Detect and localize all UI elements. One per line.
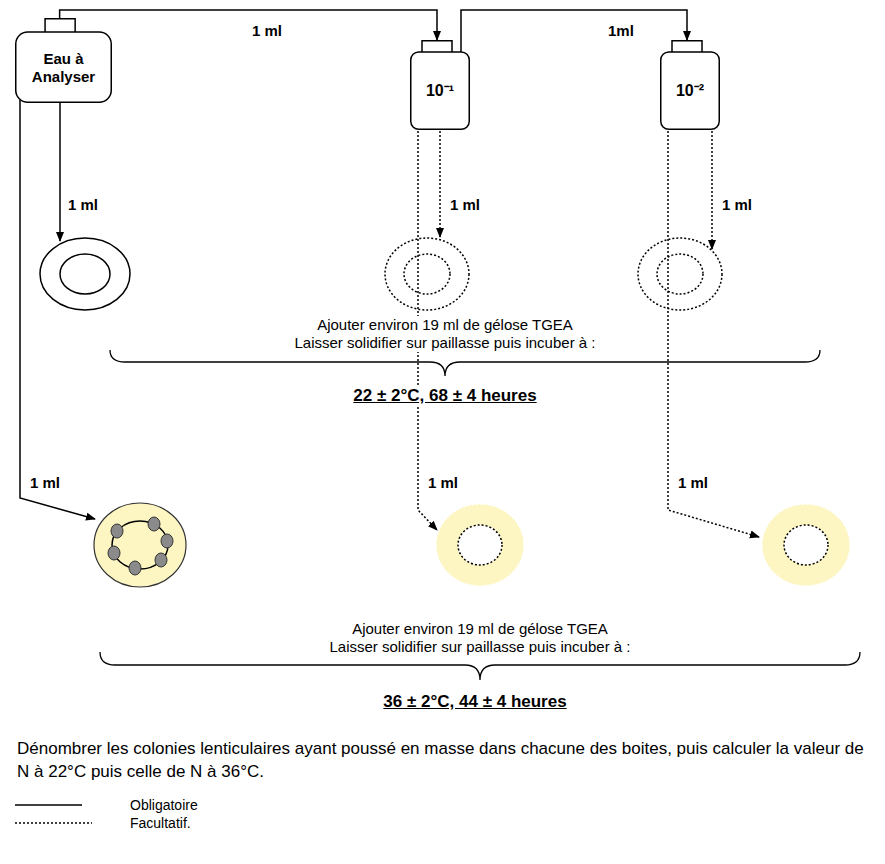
tube-body (661, 52, 720, 129)
edge-label: 1ml (606, 22, 636, 40)
procedure-note: Laisser solidifier sur paillasse puis in… (293, 334, 598, 352)
petri-dish-optional (436, 504, 524, 586)
node-label: 10⁻¹ (426, 81, 454, 100)
volume-label: 1 ml (28, 474, 62, 492)
colony (161, 534, 173, 548)
incubation-condition: 22 ± 2°C, 68 ± 4 heures (351, 386, 538, 406)
volume-label: 1 ml (426, 474, 460, 492)
volume-label: 1 ml (448, 196, 482, 214)
node-label: Eau à Analyser (28, 50, 100, 86)
petri-dish-optional (762, 504, 850, 586)
edge-label: 1 ml (250, 22, 284, 40)
dish-inner (112, 521, 168, 569)
dish-outer (436, 504, 524, 586)
dish-outer (762, 504, 850, 586)
bottle-cap (45, 19, 75, 33)
legend-entry: Facultatif. (130, 814, 191, 832)
dilution-tube: 10⁻¹ (410, 40, 470, 130)
colony (111, 524, 123, 538)
dish-inner (458, 525, 502, 565)
brace (110, 350, 820, 376)
petri-dish-colonies (94, 503, 186, 587)
transfer-arrow-optional (711, 131, 713, 249)
procedure-note: Ajouter environ 19 ml de gélose TGEA (350, 620, 610, 638)
volume-label: 1 ml (66, 196, 100, 214)
petri-dish (40, 238, 130, 310)
sample-bottle: Eau à Analyser (15, 18, 112, 103)
colony (148, 517, 160, 531)
dish-inner (657, 254, 703, 294)
brace (100, 652, 860, 680)
colony (155, 553, 167, 567)
dish-outer (40, 238, 130, 310)
dish-inner (404, 254, 450, 294)
transfer-arrow-optional (439, 131, 441, 237)
legend-dotted-line (15, 822, 92, 824)
dish-outer (94, 503, 186, 587)
dish-outer (385, 238, 469, 310)
dish-inner (784, 525, 828, 565)
instruction-note: Dénombrer les colonies lenticulaires aya… (15, 738, 879, 784)
dish-inner (60, 254, 110, 294)
colony (108, 546, 120, 560)
incubation-condition: 36 ± 2°C, 44 ± 4 heures (381, 692, 568, 712)
node-label: 10⁻² (676, 81, 704, 100)
dish-outer (638, 238, 722, 310)
procedure-note: Ajouter environ 19 ml de gélose TGEA (315, 316, 575, 334)
petri-dish-optional (385, 238, 469, 310)
dilution-transfer (461, 10, 687, 52)
tube-body (411, 52, 470, 129)
legend-text: Obligatoire (130, 796, 198, 814)
legend-text: Facultatif. (130, 814, 191, 832)
legend-solid-line (15, 804, 82, 806)
dilution-tube: 10⁻² (660, 40, 720, 130)
transfer-arrow (59, 102, 61, 241)
petri-dish-optional (638, 238, 722, 310)
colony (129, 561, 141, 575)
dilution-transfer (60, 10, 437, 40)
legend-entry: Obligatoire (130, 796, 198, 814)
procedure-note: Laisser solidifier sur paillasse puis in… (328, 638, 633, 656)
volume-label: 1 ml (676, 474, 710, 492)
bottle-body (16, 32, 112, 102)
transfer-arrow (20, 100, 95, 519)
transfer-arrow-optional (668, 131, 759, 537)
volume-label: 1 ml (720, 196, 754, 214)
